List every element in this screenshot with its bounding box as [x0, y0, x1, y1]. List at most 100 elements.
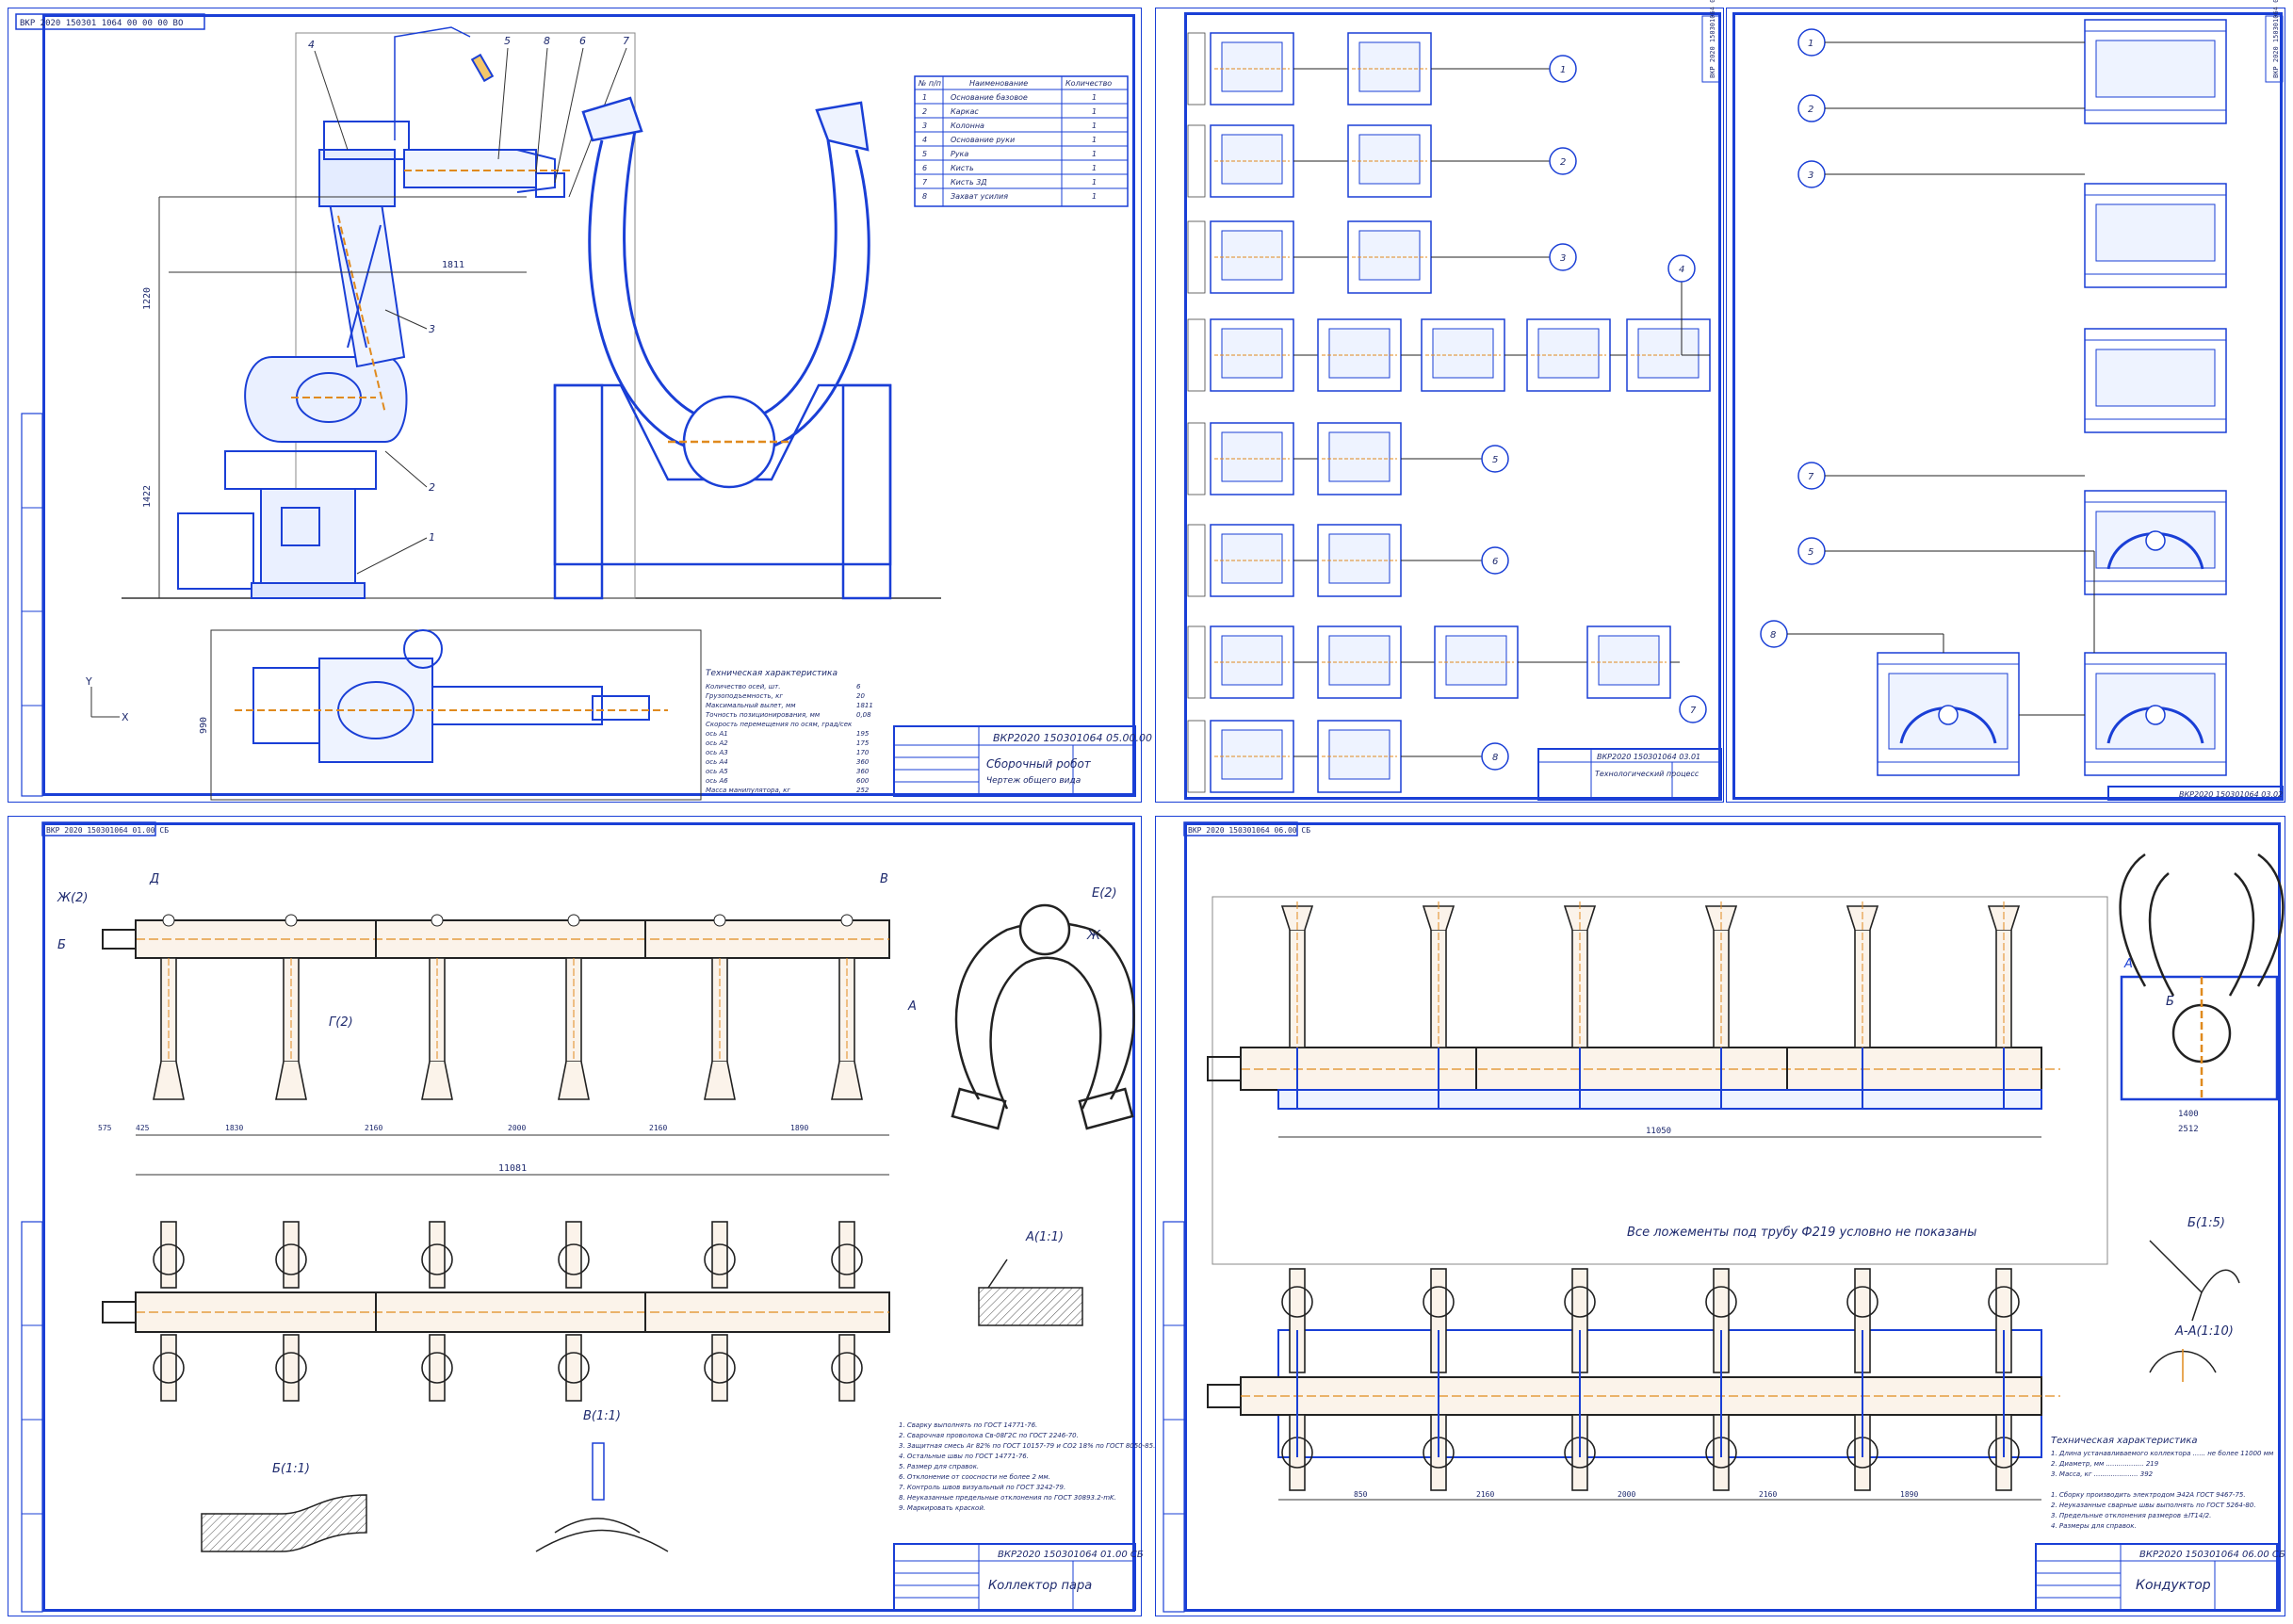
collector-notes: 1. Сварку выполнять по ГОСТ 14771-76.2. …	[899, 1421, 1155, 1512]
process-step	[1347, 124, 1432, 198]
letter-a: А	[2123, 957, 2133, 971]
dim-total-length: 11081	[498, 1163, 527, 1174]
parts-header-num: № п/п	[918, 79, 941, 88]
tech-spec-value: 1811	[856, 702, 873, 709]
section-v-label: В(1:1)	[583, 1409, 621, 1423]
section-a-label: А(1:1)	[1025, 1230, 1064, 1244]
process-step	[1317, 524, 1402, 597]
assembly-step	[2084, 19, 2227, 124]
tech-spec-value: 175	[856, 739, 870, 747]
assembly-ref-number: 8	[1770, 630, 1776, 641]
sheet-stamp-code: ВКР 2020 150301064 03.02	[2272, 0, 2280, 78]
parts-cell: Захват усилия	[951, 192, 1008, 201]
robot-drawing: ВКР 2020 150301 1064 00 00 00 ВО	[15, 13, 1171, 801]
dim-width: 1400	[2178, 1110, 2199, 1119]
parts-cell: 8	[922, 192, 927, 201]
sheet-frame	[42, 14, 1135, 796]
parts-cell: Кисть	[951, 164, 974, 172]
callout-5: 5	[504, 35, 511, 47]
collector-note: 9. Маркировать краской.	[899, 1504, 985, 1512]
dim-width-2: 2512	[2178, 1125, 2199, 1134]
title-block: ВКР2020 150301064 03.02	[2107, 786, 2284, 801]
collector-note: 4. Остальные швы по ГОСТ 14771-76.	[899, 1453, 1029, 1460]
section-a-detail	[978, 1259, 1083, 1326]
letter-a: А	[907, 999, 917, 1014]
dim-width: 990	[199, 717, 209, 734]
robot-tech-spec: Техническая характеристика Количество ос…	[706, 669, 873, 794]
dim-spacing: 2000	[508, 1124, 526, 1132]
callout-1: 1	[429, 531, 435, 544]
section-b-label: Б(1:5)	[2187, 1216, 2225, 1230]
tech-spec-label: ось A4	[706, 758, 728, 766]
title-block-title: Сборочный робот	[986, 757, 1092, 771]
view-letters: Ж(2) Д Б В Е(2) Ж А Г(2)	[57, 872, 1117, 1030]
process-step	[1210, 124, 1294, 198]
process-step	[1526, 318, 1611, 392]
parts-header-qty: Количество	[1065, 79, 1112, 88]
callout-6: 6	[579, 35, 586, 47]
process-ref-circle	[1679, 695, 1707, 723]
process-step	[1210, 318, 1294, 392]
tech-spec-label: Масса манипулятора, кг	[706, 787, 790, 794]
parts-cell: 2	[922, 107, 927, 116]
tech-spec-value: 6	[856, 683, 861, 690]
dim-spacing: 2160	[649, 1124, 667, 1132]
process-ref-circle	[1549, 55, 1577, 83]
section-aa-label: А-А(1:10)	[2174, 1324, 2234, 1339]
jig-note: 3. Предельные отклонения размеров ±IT14/…	[2051, 1512, 2211, 1519]
parts-cell: 1	[1092, 107, 1097, 116]
collector-pipe-front	[102, 919, 890, 959]
title-block-subtitle: Чертеж общего вида	[986, 776, 1081, 786]
parts-cell: 1	[922, 93, 927, 102]
title-block: ВКР2020 150301064 03.01 Технологический …	[1537, 748, 1722, 801]
jig-note: 1. Сборку производить электродом Э42А ГО…	[2051, 1491, 2246, 1499]
process-step	[1210, 625, 1294, 699]
dim-height-2: 1422	[142, 485, 153, 508]
process-step	[1210, 220, 1294, 294]
parts-cell: 1	[1092, 93, 1097, 102]
assembly-ref-number: 7	[1808, 472, 1814, 482]
parts-cell: Рука	[951, 150, 968, 158]
dim-height-1: 1220	[142, 287, 153, 310]
process-step	[1210, 720, 1294, 793]
jig-top-view	[1207, 1329, 2060, 1458]
robot-carriage	[244, 356, 408, 443]
tech-spec-label: Максимальный вылет, мм	[706, 702, 796, 709]
tech-spec-value: 20	[856, 692, 865, 700]
process-ref-number: 1	[1560, 65, 1566, 75]
jig-side-view	[2119, 853, 2285, 1101]
workpiece-collector	[553, 96, 892, 600]
assembly-ref-number: 1	[1808, 39, 1813, 49]
process-step	[1210, 422, 1294, 495]
callout-7: 7	[623, 35, 629, 47]
parts-cell: 5	[922, 150, 927, 158]
collector-branches	[153, 914, 863, 1100]
tech-spec-value: 360	[856, 768, 870, 775]
parts-cell: 3	[922, 122, 927, 130]
dim-spacing: 1890	[790, 1124, 808, 1132]
parts-cell: 1	[1092, 192, 1097, 201]
title-block-code: ВКР2020 150301064 03.02	[2179, 790, 2283, 799]
process-ref-number: 3	[1560, 253, 1566, 264]
sheet-stamp-code: ВКР 2020 150301064 03.01	[1709, 0, 1716, 78]
parts-cell: 4	[922, 136, 927, 144]
parts-cell: 1	[1092, 136, 1097, 144]
sheet-frame	[1732, 12, 2283, 800]
process-step	[1210, 32, 1294, 106]
process-step	[1586, 625, 1671, 699]
assembly-step	[2084, 328, 2227, 433]
callout-3: 3	[429, 323, 435, 335]
process-step	[1210, 524, 1294, 597]
branch-pipe-top	[838, 1221, 855, 1289]
axis-y-label: Y	[85, 675, 92, 688]
dim-spacing: 2000	[1618, 1490, 1635, 1499]
branch-pipe-top	[565, 1221, 582, 1289]
process-ref-number: 2	[1560, 157, 1566, 168]
sheet-frame	[1184, 822, 2281, 1612]
section-v-detail	[535, 1442, 669, 1552]
jig-branches	[1280, 901, 2021, 1109]
tech-spec-value: 0,08	[856, 711, 871, 719]
parts-cell: 1	[1092, 150, 1097, 158]
